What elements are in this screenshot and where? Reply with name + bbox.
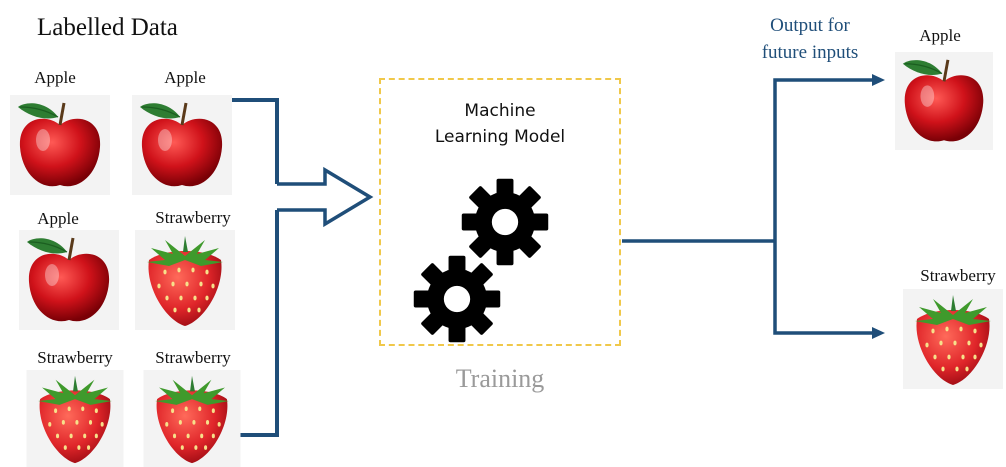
output-label: Output for future inputs: [740, 12, 880, 66]
input-label-5: Strawberry: [37, 348, 113, 367]
input-image-apple-2: [130, 95, 234, 195]
output-label-apple: Apple: [919, 26, 961, 45]
input-bracket: [231, 98, 279, 437]
output-image-strawberry: [903, 289, 1003, 389]
input-image-apple-1: [8, 95, 112, 195]
training-label: Training: [455, 364, 545, 393]
labelled-data-title: Labelled Data: [37, 14, 178, 41]
model-label: Machine Learning Model: [400, 98, 600, 150]
input-label-4: Strawberry: [155, 208, 231, 227]
input-image-apple-3: [18, 230, 120, 330]
output-label-strawberry: Strawberry: [920, 266, 996, 285]
output-connector: [622, 78, 878, 335]
input-label-2: Apple: [164, 68, 206, 87]
output-image-apple: [895, 52, 993, 150]
input-image-strawberry-2: [26, 370, 124, 467]
input-label-1: Apple: [34, 68, 76, 87]
model-label-line2: Learning Model: [434, 127, 566, 147]
input-image-strawberry-1: [135, 230, 235, 330]
model-box: [379, 78, 621, 346]
input-label-3: Apple: [37, 209, 79, 228]
model-label-line1: Machine: [464, 101, 536, 121]
input-image-strawberry-3: [143, 370, 241, 467]
output-label-line1: Output for: [770, 15, 850, 36]
output-label-line2: future inputs: [761, 42, 859, 63]
input-label-6: Strawberry: [155, 348, 231, 367]
output-arrowhead-apple: [872, 74, 885, 86]
output-arrowhead-strawberry: [872, 327, 885, 339]
training-arrow: [277, 166, 374, 228]
